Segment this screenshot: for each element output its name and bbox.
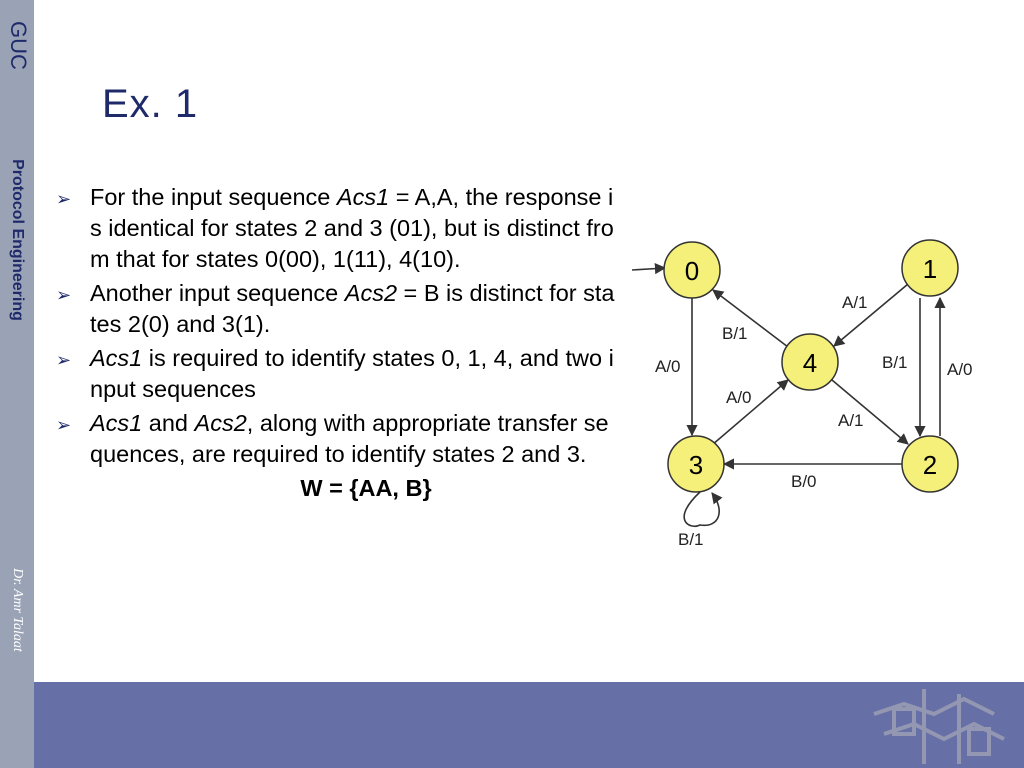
arrow-bullet-icon: ➢	[56, 415, 72, 435]
author-name: Dr. Amr Talaat	[10, 568, 25, 652]
state-node-4: 4	[781, 333, 839, 391]
edge-label-2-1: A/0	[947, 360, 973, 379]
edge-3-4	[711, 379, 789, 446]
guc-logo-icon: GUC	[6, 21, 31, 70]
bullet-text: For the input sequence Acs1 = A,A, the r…	[90, 184, 614, 272]
bullet-item: ➢ Acs1 is required to identify states 0,…	[56, 343, 616, 405]
edge-3-3-loop	[683, 491, 723, 527]
edge-4-2	[831, 379, 909, 445]
state-diagram: 0 1 2 3 4 A/1 B/1 A/0 A/0 A/1 B/1 A/0 B/…	[631, 239, 973, 549]
state-label: 1	[923, 254, 937, 284]
state-node-2: 2	[901, 435, 959, 493]
edge-label-4-2: A/1	[838, 411, 864, 430]
edge-label-1-4: A/1	[842, 293, 868, 312]
start-arrow	[631, 263, 667, 275]
slide-content: ➢ For the input sequence Acs1 = A,A, the…	[56, 182, 616, 504]
edge-label-3-4: A/0	[726, 388, 752, 407]
state-label: 2	[923, 450, 937, 480]
state-circle	[663, 241, 721, 299]
arrow-bullet-icon: ➢	[56, 285, 72, 305]
state-circle	[667, 435, 725, 493]
bullet-item: ➢ Acs1 and Acs2, along with appropriate …	[56, 408, 616, 470]
arrow-bullet-icon: ➢	[56, 350, 72, 370]
edge-label-3-3: B/1	[678, 530, 704, 549]
footer-band	[0, 682, 1024, 768]
edge-label-2-3: B/0	[791, 472, 817, 491]
bullet-text: Acs1 is required to identify states 0, 1…	[90, 345, 614, 402]
svg-text:GUC: GUC	[6, 21, 31, 70]
state-node-3: 3	[667, 435, 725, 493]
state-node-1: 1	[901, 239, 959, 297]
edge-label-0-3: A/0	[655, 357, 681, 376]
bullet-item: ➢ For the input sequence Acs1 = A,A, the…	[56, 182, 616, 275]
state-circle	[781, 333, 839, 391]
bullet-item: ➢ Another input sequence Acs2 = B is dis…	[56, 278, 616, 340]
state-label: 0	[685, 256, 699, 286]
state-label: 3	[689, 450, 703, 480]
slide-title: Ex. 1	[102, 82, 199, 126]
edge-label-1-2: B/1	[882, 353, 908, 372]
course-title: Protocol Engineering	[9, 159, 26, 321]
bullet-text: Another input sequence Acs2 = B is disti…	[90, 280, 615, 337]
bullet-text: Acs1 and Acs2, along with appropriate tr…	[90, 410, 609, 467]
decorative-circuit-icon	[873, 689, 1005, 764]
w-set-formula: W = {AA, B}	[300, 475, 432, 501]
state-label: 4	[803, 348, 817, 378]
edge-label-4-0: B/1	[722, 324, 748, 343]
sidebar: GUC Protocol Engineering Dr. Amr Talaat	[0, 0, 34, 768]
edge-4-0	[712, 289, 789, 348]
edge-1-4	[833, 283, 909, 347]
arrow-bullet-icon: ➢	[56, 189, 72, 209]
state-circle	[901, 435, 959, 493]
footer-sidebar	[0, 682, 34, 768]
state-node-0: 0	[663, 241, 721, 299]
state-circle	[901, 239, 959, 297]
